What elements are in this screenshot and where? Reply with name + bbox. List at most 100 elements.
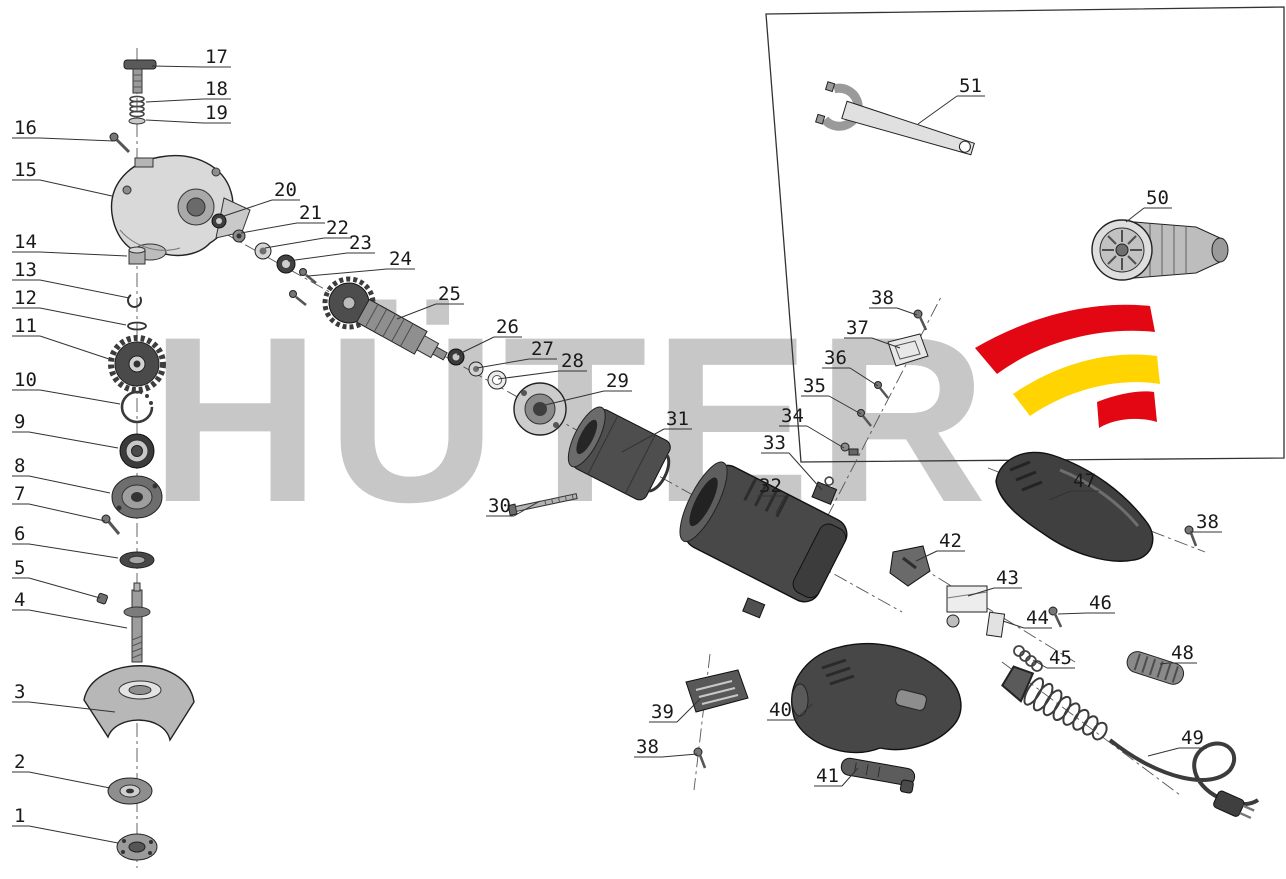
part-6-seal-washer [119,551,155,569]
part-label-38: 38 [871,287,894,309]
leader-line [476,358,530,369]
part-24-screws [289,268,317,307]
part-label-27: 27 [531,338,554,360]
swoosh-yellow [1013,354,1160,416]
part-label-31: 31 [666,408,689,430]
part-2-inner-flange [107,777,153,805]
part-8-bearing-cover [111,475,163,519]
part-label-15: 15 [14,159,37,181]
part-label-43: 43 [996,567,1019,589]
leader-line [28,577,101,599]
leader-line [841,767,859,787]
part-17-adjust-screw [123,59,157,94]
leader-line [828,395,862,415]
leader-line [39,307,127,326]
leader-line [1159,662,1170,665]
part-label-16: 16 [14,117,37,139]
part-12-washer [127,321,147,331]
swoosh-red-bottom [1097,391,1157,428]
part-33-brush-holder [742,476,838,619]
part-label-44: 44 [1026,607,1049,629]
part-30-long-screw [507,493,578,516]
leader-line [775,495,786,514]
part-38b-screw [1184,525,1198,547]
leader-line [39,389,121,405]
part-25-armature [322,276,448,361]
part-41-switch-trigger [840,757,916,794]
leader-line [967,587,995,597]
part-label-24: 24 [389,248,412,270]
leader-line [28,431,119,449]
part-38a-screw [913,309,928,331]
part-label-19: 19 [205,102,228,124]
leader-line [1048,490,1072,501]
part-label-46: 46 [1089,592,1112,614]
leader-line [1125,207,1145,223]
leader-line [28,503,106,522]
part-label-18: 18 [205,78,228,100]
part-label-30: 30 [488,495,511,517]
leader-line [621,428,665,453]
part-label-38: 38 [636,736,659,758]
part-21-sleeve [232,229,246,243]
inset-box [765,6,1285,463]
part-label-50: 50 [1146,187,1169,209]
part-label-28: 28 [561,350,584,372]
leader-line [1002,620,1025,629]
part-4-spindle [123,582,151,663]
part-label-40: 40 [769,699,792,721]
part-label-7: 7 [14,483,25,505]
leader-line [806,425,845,449]
part-5-key [96,592,109,605]
part-13-circlip [127,294,142,308]
leader-line [151,65,204,68]
part-label-42: 42 [939,530,962,552]
part-label-4: 4 [14,589,25,611]
leader-line [39,179,113,197]
part-label-6: 6 [14,523,25,545]
part-26-bearing [447,348,465,366]
part-label-45: 45 [1049,647,1072,669]
part-label-23: 23 [349,232,372,254]
swoosh-red-top [975,304,1155,374]
power-plug [1213,790,1255,820]
leader-line [896,307,918,316]
part-1-clamp-nut [116,833,158,861]
part-label-9: 9 [14,411,25,433]
part-28-ring [487,370,507,390]
part-label-33: 33 [763,432,786,454]
part-3-wheel-guard [83,665,195,742]
part-label-13: 13 [14,259,37,281]
leader-line [456,336,495,356]
part-43-plate [946,585,988,628]
part-46-screw [1048,606,1063,628]
leader-line [915,550,938,562]
leader-line [39,335,113,361]
leader-line [145,119,204,124]
part-49-cord-assembly [1001,665,1260,820]
leader-line [794,703,813,721]
part-label-32: 32 [759,475,782,497]
part-50-side-handle [1091,219,1229,281]
part-38c-screw [693,747,707,769]
part-label-48: 48 [1171,642,1194,664]
part-label-38: 38 [1196,511,1219,533]
leader-line [28,609,128,629]
leader-line [513,500,541,517]
leader-line [28,543,119,559]
leader-line [544,390,605,406]
part-44-block [985,611,1006,638]
part-32-motor-housing [679,461,848,603]
leader-line [240,222,298,234]
leader-line [39,251,128,257]
leader-line [28,475,111,494]
part-label-22: 22 [326,217,349,239]
leader-line [307,268,388,277]
leader-line [1057,612,1088,615]
leader-line [287,252,348,262]
part-51-pin-wrench [815,81,975,156]
part-label-20: 20 [274,179,297,201]
leader-line [28,701,116,713]
